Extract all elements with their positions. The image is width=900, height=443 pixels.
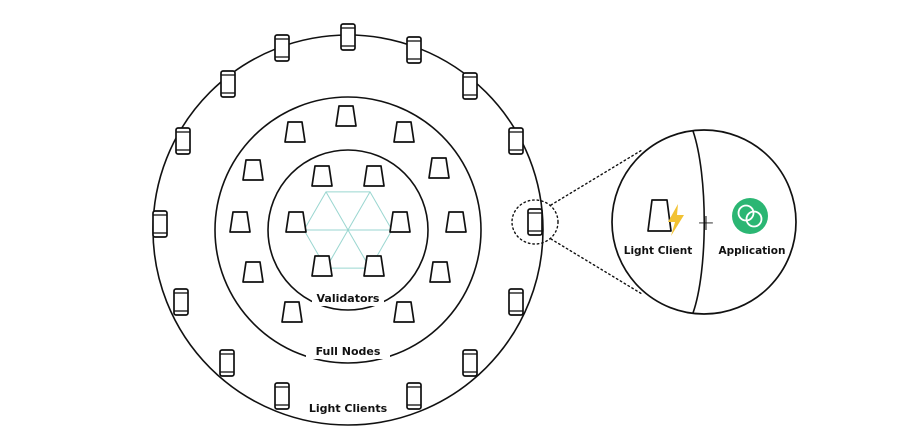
light-clients-label: Light Clients [309, 402, 388, 415]
full-node-icon [429, 261, 451, 283]
validator-node-icon [311, 165, 333, 187]
full-node-icon [445, 211, 467, 233]
validator-node-icon [389, 211, 411, 233]
validators-label-bg [312, 290, 384, 306]
phone-icon [406, 36, 422, 64]
full-node-icon [428, 157, 450, 179]
zoom-line-bottom [550, 238, 643, 295]
phone-icon [340, 23, 356, 51]
application-callout-label: Application [719, 245, 786, 257]
light-client-callout-label: Light Client [624, 245, 692, 257]
lightning-icon [668, 204, 684, 236]
phone-icon [175, 127, 191, 155]
highlighted-device-ring [511, 199, 559, 245]
validator-node-icon [363, 165, 385, 187]
phone-icon [219, 349, 235, 377]
light-clients-label-bg [298, 400, 398, 416]
phone-icon [527, 208, 543, 236]
phone-icon [462, 72, 478, 100]
validators-label: Validators [317, 292, 380, 305]
plus-symbol: + [697, 211, 715, 236]
phone-icon [173, 288, 189, 316]
phone-icon [462, 349, 478, 377]
full-node-icon [393, 121, 415, 143]
node-icon [647, 199, 672, 232]
full-nodes-ring [214, 96, 482, 364]
zoom-line-top [550, 149, 643, 206]
full-node-icon [242, 159, 264, 181]
validator-nodes [285, 165, 411, 277]
application-logo-icon [732, 198, 768, 234]
full-nodes-label: Full Nodes [316, 345, 381, 358]
light-client-devices [152, 23, 543, 410]
phone-icon [508, 288, 524, 316]
phone-icon [220, 70, 236, 98]
callout-divider [692, 130, 706, 314]
full-node-icon [335, 105, 357, 127]
phone-icon [274, 382, 290, 410]
full-node-icon [284, 121, 306, 143]
full-nodes-label-bg [306, 343, 390, 359]
validator-node-icon [285, 211, 307, 233]
phone-icon [274, 34, 290, 62]
full-node-icon [393, 301, 415, 323]
light-client-callout: Light Client + Application [611, 129, 797, 315]
phone-icon [406, 382, 422, 410]
full-node-icon [281, 301, 303, 323]
validator-node-icon [363, 255, 385, 277]
validators-ring [267, 149, 429, 311]
validator-node-icon [311, 255, 333, 277]
phone-icon [152, 210, 168, 238]
full-node-icon [229, 211, 251, 233]
full-nodes [229, 105, 467, 323]
phone-icon [508, 127, 524, 155]
full-node-icon [242, 261, 264, 283]
